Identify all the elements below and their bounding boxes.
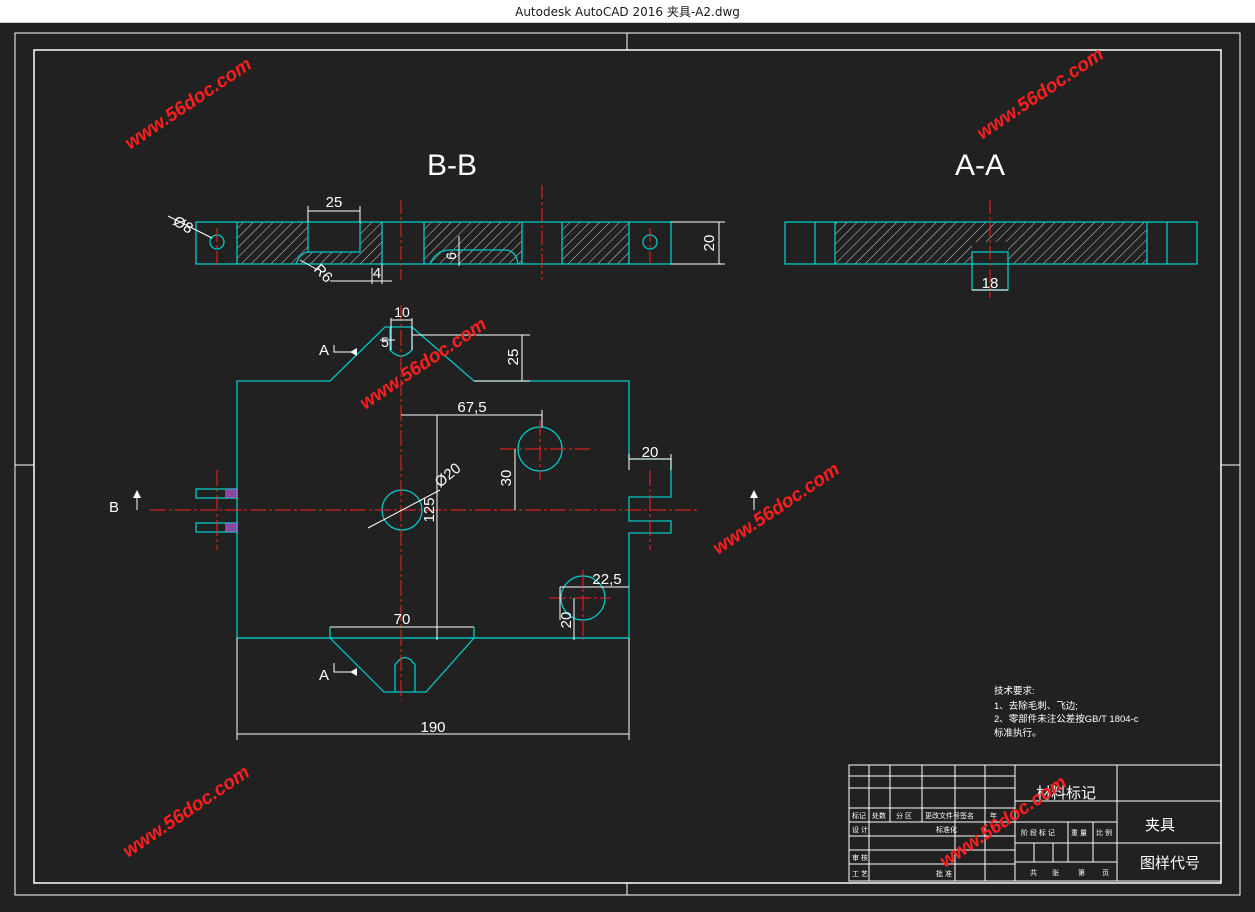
- section-bb-label: B-B: [427, 149, 477, 182]
- technical-notes: 技术要求: 1、去除毛刺、飞边; 2、零部件未注公差按GB/T 1804-c 标…: [994, 685, 1139, 739]
- dim-p-125: 125: [421, 497, 438, 522]
- plan-view: 10 5 25 67,5 30 Ø20 125 20 22,5 20 70 19…: [109, 304, 758, 740]
- dim-p-675: 67,5: [457, 399, 486, 416]
- dim-bb-d8: Ø8: [170, 213, 196, 238]
- tb-h3: 分 区: [896, 811, 912, 820]
- tb-h4: 更改文件号: [925, 811, 960, 820]
- watermark-2: www.56doc.com: [973, 44, 1108, 144]
- section-aa-view: 18: [784, 200, 1198, 298]
- notes-line1: 1、去除毛刺、飞边;: [994, 700, 1078, 712]
- tb-part-name: 夹具: [1145, 817, 1175, 834]
- drawing-frame: [14, 32, 1241, 896]
- notes-line3: 标准执行。: [994, 727, 1042, 739]
- dim-aa-18: 18: [982, 275, 999, 292]
- tb-approve: 批 准: [936, 869, 952, 878]
- dim-bb-25: 25: [326, 194, 343, 211]
- tb-design: 设 计: [852, 825, 868, 834]
- tb-drawing-no: 图样代号: [1140, 855, 1200, 872]
- tb-p4: 页: [1102, 869, 1109, 877]
- tb-material: 材料标记: [1036, 785, 1096, 802]
- tb-p3: 第: [1078, 868, 1085, 877]
- notes-title: 技术要求:: [994, 685, 1035, 697]
- dim-p-10: 10: [394, 304, 410, 320]
- dim-p-25: 25: [505, 349, 522, 366]
- dim-p-70: 70: [394, 611, 411, 628]
- tb-h2: 处数: [872, 811, 886, 820]
- dim-p-225: 22,5: [592, 571, 621, 588]
- dim-p-190: 190: [420, 719, 445, 736]
- dim-bb-4: 4: [373, 265, 381, 282]
- section-mark-a-top: A: [319, 342, 329, 359]
- dim-p-30: 30: [498, 470, 515, 487]
- section-aa-label: A-A: [955, 149, 1005, 182]
- section-bb-view: Ø8 25 R6 4 6 20: [167, 185, 725, 286]
- tb-std: 标准化: [936, 825, 957, 834]
- dim-p-20r: 20: [642, 444, 659, 461]
- dim-bb-20: 20: [701, 235, 718, 252]
- tb-stage: 阶 段 标 记: [1021, 828, 1055, 837]
- drawing-canvas[interactable]: B-B: [0, 23, 1255, 912]
- section-mark-b-left: B: [109, 499, 119, 516]
- tb-scale: 比 例: [1096, 828, 1112, 837]
- title-block: 材料标记 夹具 图样代号 标记 处数 分 区 更改文件号 签名 年 设 计 标准…: [848, 764, 1222, 882]
- watermark-5: www.56doc.com: [119, 762, 254, 862]
- watermark-1: www.56doc.com: [121, 54, 256, 154]
- watermark-4: www.56doc.com: [709, 459, 844, 559]
- tb-h5: 签名: [960, 811, 974, 820]
- dim-p-20b: 20: [558, 612, 575, 629]
- window-titlebar: Autodesk AutoCAD 2016 夹具-A2.dwg: [0, 0, 1255, 23]
- tb-weight: 重 量: [1071, 829, 1087, 837]
- dim-bb-6: 6: [443, 252, 459, 260]
- tb-h6: 年: [990, 811, 997, 820]
- tb-check: 审 核: [852, 853, 868, 862]
- tb-process: 工 艺: [852, 870, 868, 878]
- section-mark-a-bottom: A: [319, 667, 329, 684]
- tb-h1: 标记: [852, 811, 866, 820]
- notes-line2: 2、零部件未注公差按GB/T 1804-c: [994, 713, 1139, 725]
- dim-p-5: 5: [381, 334, 389, 350]
- tb-p2: 张: [1052, 868, 1059, 877]
- window-title: Autodesk AutoCAD 2016 夹具-A2.dwg: [515, 5, 740, 19]
- tb-p1: 共: [1030, 868, 1037, 877]
